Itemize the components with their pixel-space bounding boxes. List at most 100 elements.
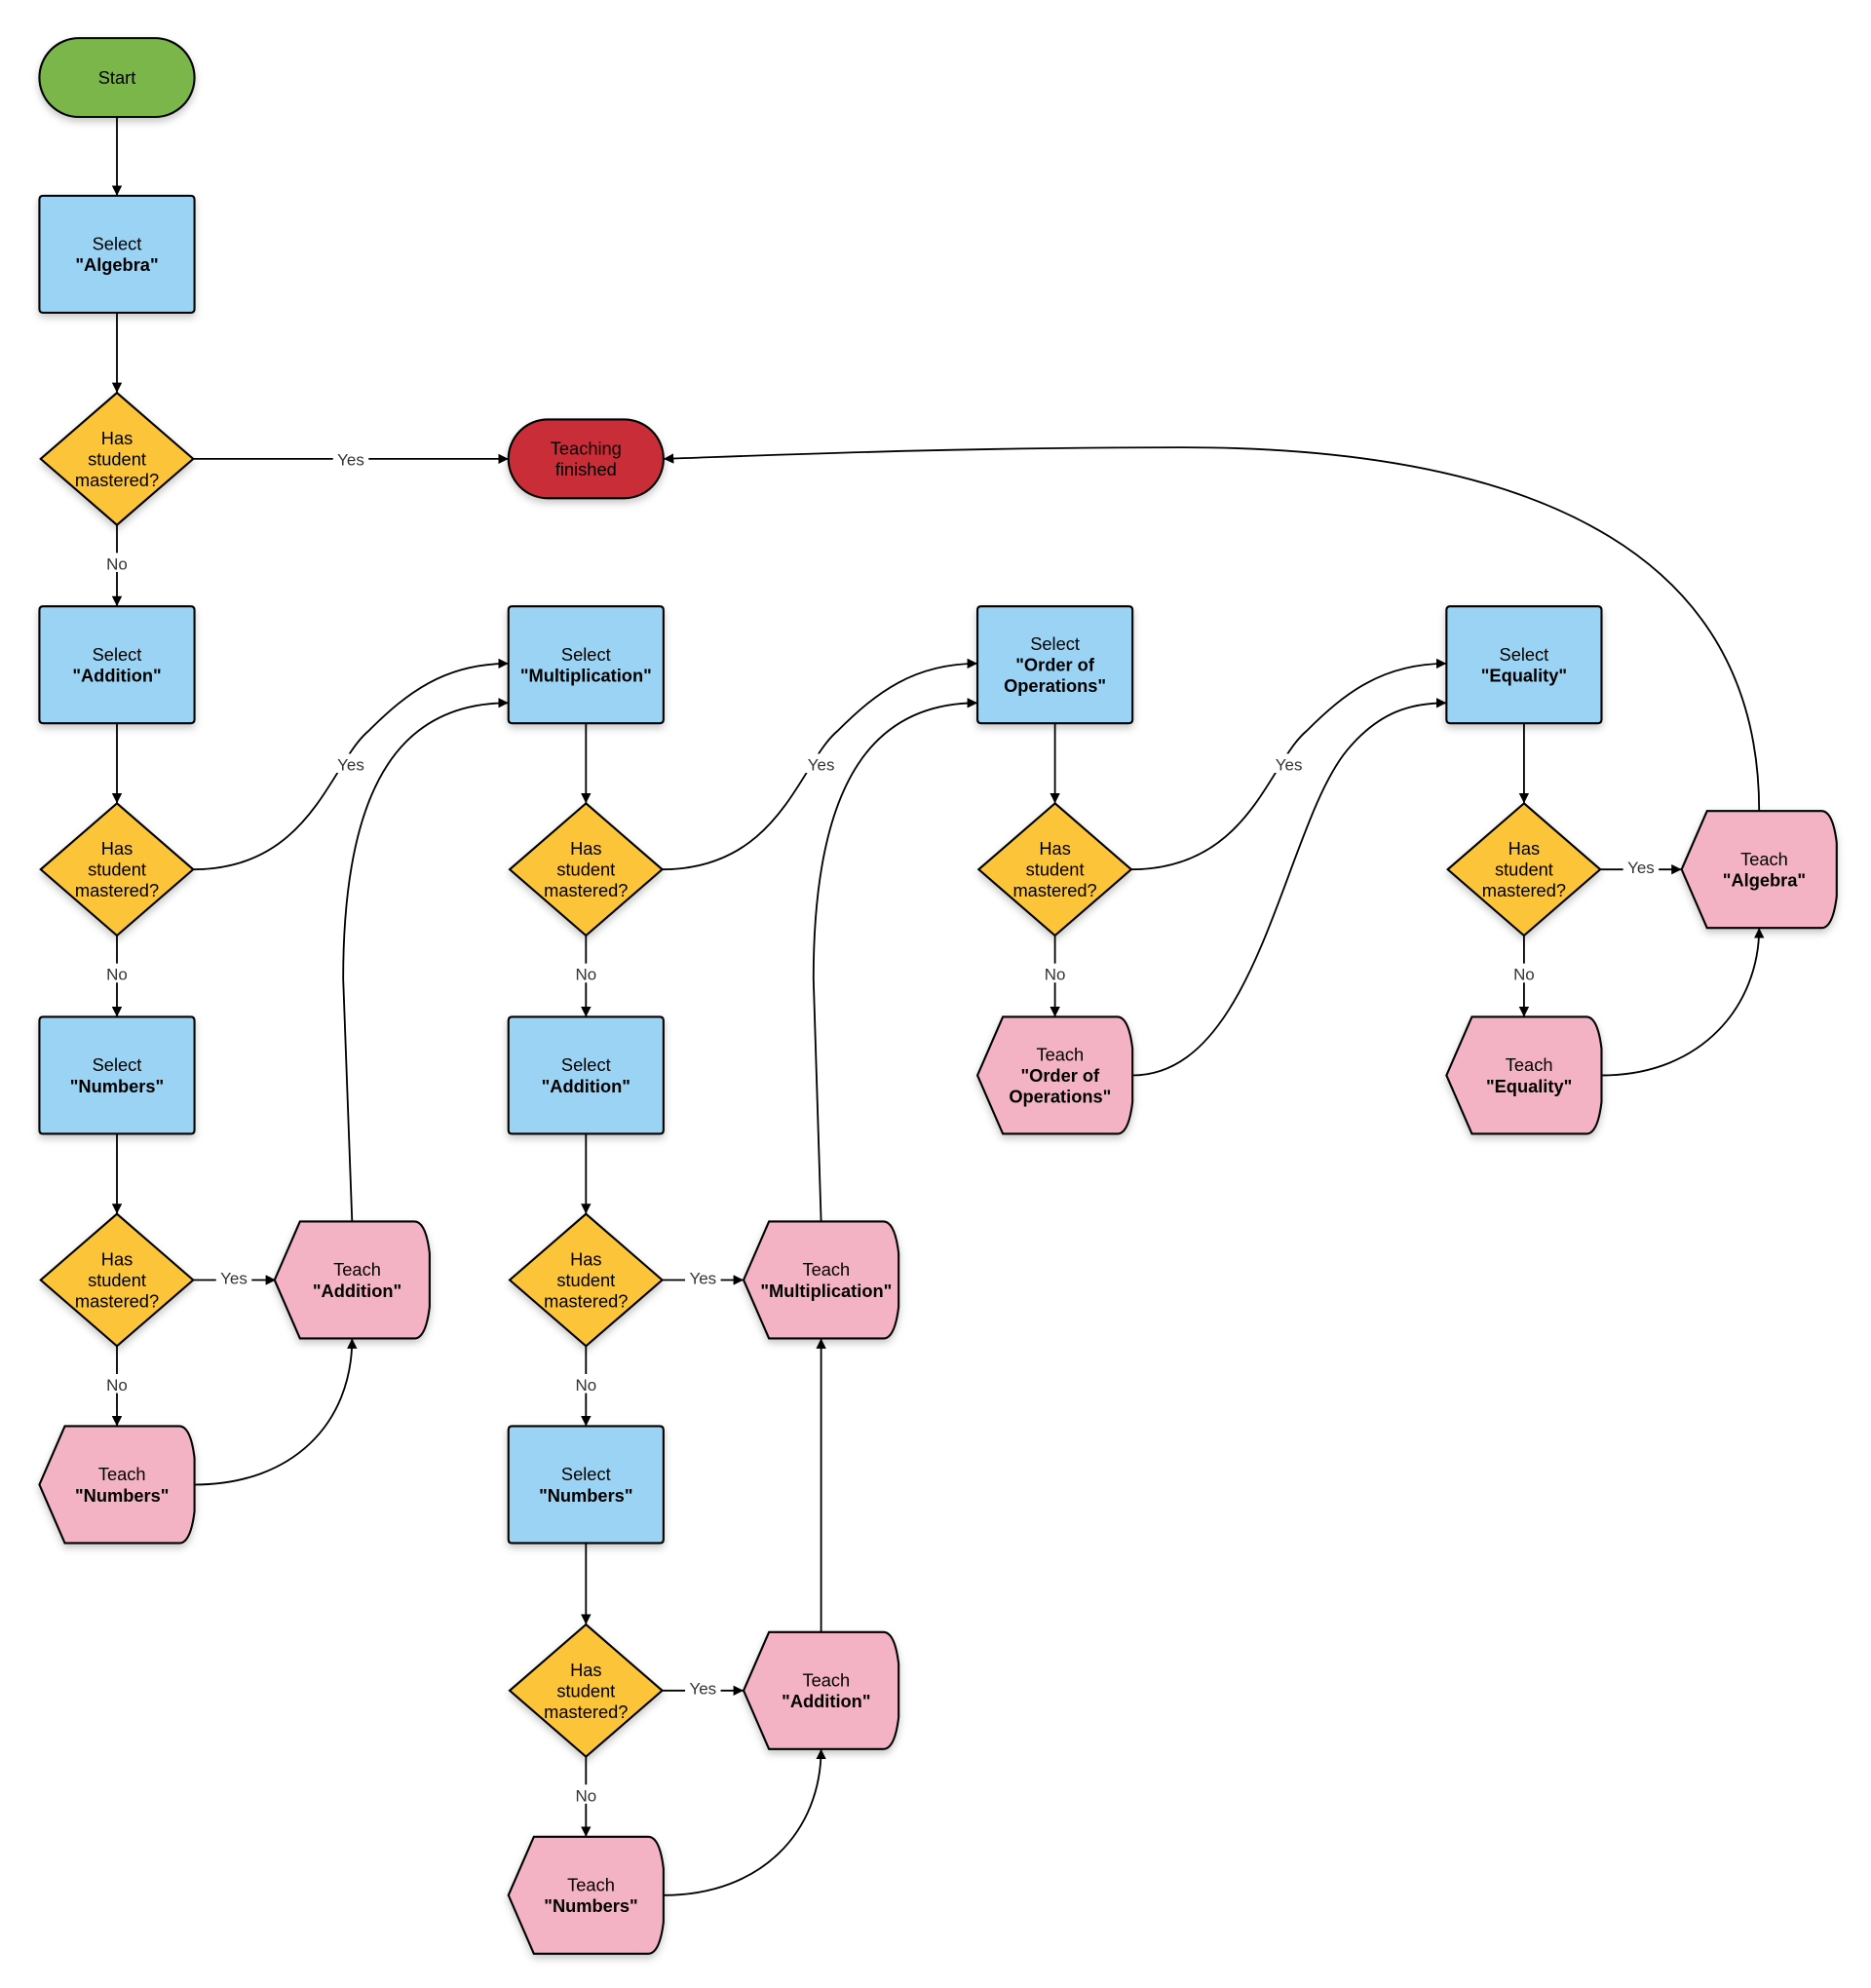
edge-label-yes: Yes	[220, 1269, 248, 1287]
node-label-line: Has	[101, 1248, 133, 1269]
edge-label-yes: Yes	[337, 755, 364, 774]
node-label-line: "Algebra"	[1723, 869, 1806, 890]
node-label-line: mastered?	[75, 470, 159, 490]
node-label-line: "Numbers"	[70, 1076, 164, 1096]
node-label-line: Select	[561, 1054, 611, 1075]
select-shape	[507, 1015, 665, 1135]
edge-label-yes: Yes	[1276, 755, 1303, 774]
node-label-line: student	[556, 1270, 615, 1290]
node-label-line: Select	[93, 644, 142, 665]
edge-label-background	[98, 963, 135, 983]
node-label-line: "Addition"	[72, 665, 161, 685]
node-label-line: "Equality"	[1486, 1076, 1572, 1096]
node-label-line: student	[88, 1270, 146, 1290]
node-label-line: mastered?	[544, 1701, 628, 1722]
select-shape	[507, 1425, 665, 1545]
decision-shape	[976, 801, 1133, 937]
node-label: Select"Addition"	[542, 1054, 630, 1096]
node-teach-teach-add1[interactable]: Teach"Addition"	[273, 1220, 431, 1340]
node-teach-teach-eq[interactable]: Teach"Equality"	[1445, 1015, 1603, 1135]
node-label-line: Start	[98, 67, 136, 88]
edge-teach_mult-to-sel_ord	[812, 698, 978, 1222]
node-label-line: Teach	[333, 1259, 381, 1280]
node-select-sel-alg[interactable]: Select"Algebra"	[38, 194, 196, 314]
node-label-line: Has	[1039, 838, 1070, 859]
node-select-sel-num1[interactable]: Select"Numbers"	[38, 1015, 196, 1135]
decision-shape	[39, 1212, 195, 1348]
teach-shape	[1680, 810, 1838, 930]
edge-label-no: No	[106, 554, 128, 573]
edge-teach_num2-to-teach_add2	[663, 1748, 826, 1896]
teach-shape	[38, 1425, 196, 1545]
node-teach-teach-mult[interactable]: Teach"Multiplication"	[742, 1220, 900, 1340]
node-label: Teach"Multiplication"	[760, 1259, 892, 1301]
edge-label-yes: Yes	[337, 450, 364, 469]
node-label-line: mastered?	[1012, 880, 1096, 900]
edges-layer	[111, 117, 1765, 1896]
decision-shape	[508, 1623, 665, 1758]
select-shape	[38, 605, 196, 725]
edge-d4-to-sel_ord	[662, 658, 978, 871]
node-label: Teach"Addition"	[313, 1259, 401, 1301]
node-label-line: Teach	[802, 1259, 850, 1280]
decision-shape	[1446, 801, 1602, 937]
select-shape	[38, 1015, 196, 1135]
node-label-line: Select	[561, 1464, 611, 1484]
node-label-line: "Numbers"	[544, 1895, 637, 1916]
node-select-sel-add2[interactable]: Select"Addition"	[507, 1015, 665, 1135]
node-label-line: Select	[93, 234, 142, 254]
node-label-line: student	[1495, 860, 1553, 880]
node-select-sel-num2[interactable]: Select"Numbers"	[507, 1425, 665, 1545]
node-label-line: Select	[1030, 633, 1080, 654]
node-label: Select"Algebra"	[75, 234, 158, 276]
edge-teach_alg-to-finished	[663, 446, 1761, 812]
edge-label-background	[332, 448, 369, 468]
node-teach-teach-num1[interactable]: Teach"Numbers"	[38, 1425, 196, 1545]
node-label-line: student	[556, 1680, 615, 1701]
node-label: Teach"Numbers"	[544, 1875, 637, 1917]
edge-label-background	[215, 1267, 252, 1286]
node-label-line: Has	[101, 428, 133, 448]
node-label-line: student	[88, 448, 146, 469]
node-label-line: Has	[101, 838, 133, 859]
node-label-line: Select	[561, 644, 611, 665]
node-label-line: "Multiplication"	[520, 665, 652, 685]
node-select-sel-eq[interactable]: Select"Equality"	[1445, 605, 1603, 725]
edge-label-yes: Yes	[808, 755, 835, 774]
decision-shape	[508, 801, 665, 937]
node-teach-teach-add2[interactable]: Teach"Addition"	[742, 1630, 900, 1750]
node-start-start[interactable]: Start	[38, 37, 196, 119]
decision-shape	[39, 391, 195, 527]
edge-label-yes: Yes	[689, 1269, 716, 1287]
edge-label-background	[98, 1374, 135, 1394]
edge-label-yes: Yes	[1627, 859, 1655, 877]
edge-label-background	[1037, 963, 1073, 983]
node-teach-teach-num2[interactable]: Teach"Numbers"	[507, 1835, 665, 1955]
node-select-sel-add1[interactable]: Select"Addition"	[38, 605, 196, 725]
decision-shape	[39, 801, 195, 937]
edge-label-no: No	[106, 1376, 128, 1395]
node-label-line: Teach	[98, 1464, 146, 1484]
select-shape	[38, 194, 196, 314]
node-label-line: mastered?	[544, 1291, 628, 1312]
node-teach-teach-alg[interactable]: Teach"Algebra"	[1680, 810, 1838, 930]
node-label-line: Teach	[802, 1670, 850, 1691]
node-select-sel-mult[interactable]: Select"Multiplication"	[507, 605, 665, 725]
